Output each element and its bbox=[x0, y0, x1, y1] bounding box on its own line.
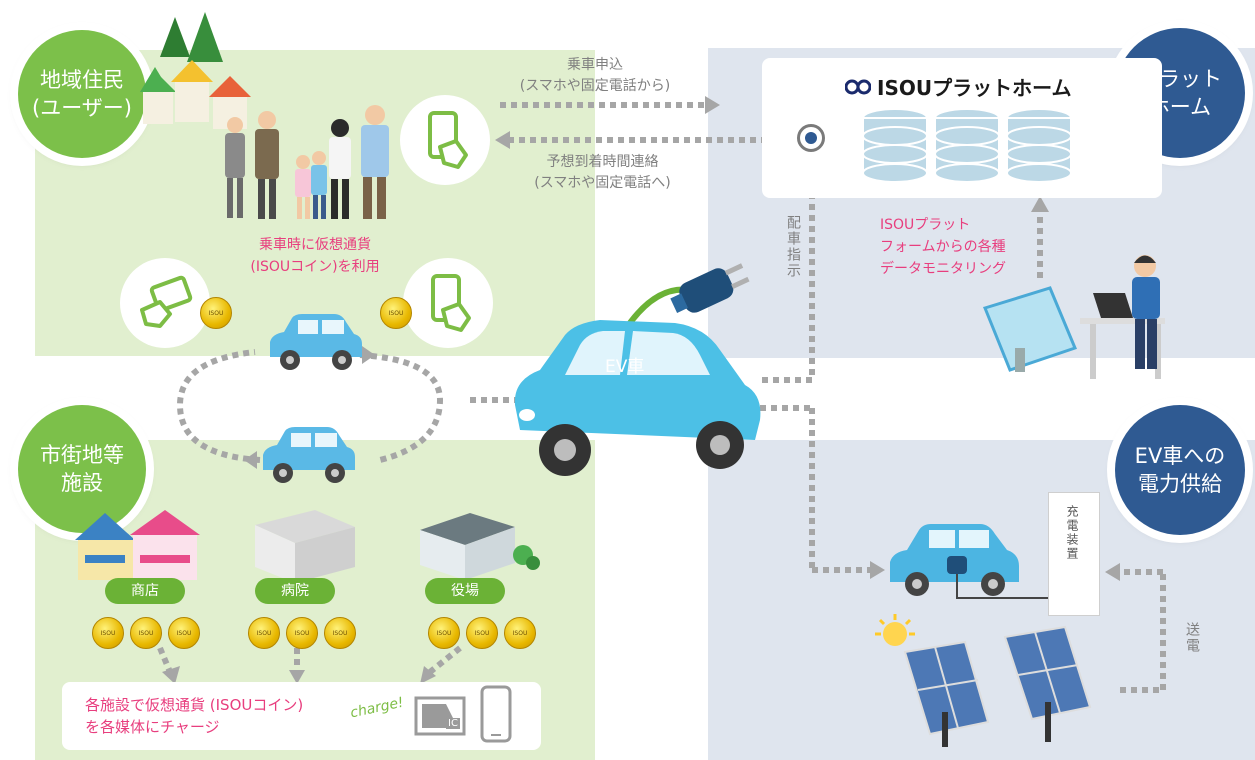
arrival-notice-line1: 予想到着時間連絡 bbox=[546, 154, 659, 170]
arrival-notice-label: 予想到着時間連絡 (スマホや固定電話へ) bbox=[505, 152, 700, 194]
shop-illustration bbox=[75, 510, 200, 580]
charging-car-illustration bbox=[890, 524, 1051, 599]
coin-text: ISOU bbox=[294, 629, 310, 637]
transmission-label: 送電 bbox=[1184, 622, 1200, 654]
coin-icon: ISOU bbox=[92, 617, 124, 649]
facility-label-shop: 商店 bbox=[105, 578, 185, 604]
power-circle-line2: 電力供給 bbox=[1138, 472, 1222, 496]
smartphone-pay-icon bbox=[431, 274, 471, 332]
smartphone-icon bbox=[480, 685, 512, 743]
platform-logo: ISOUプラットホーム bbox=[845, 72, 1072, 101]
ride-request-label: 乗車申込 (スマホや固定電話から) bbox=[500, 55, 690, 97]
smartphone-hand-icon bbox=[428, 111, 468, 169]
network-node bbox=[797, 124, 825, 152]
operator-illustration bbox=[982, 255, 1165, 379]
coin-icon: ISOU bbox=[130, 617, 162, 649]
coin-icon: ISOU bbox=[466, 617, 498, 649]
use-coin-label: 乗車時に仮想通貨 (ISOUコイン)を利用 bbox=[210, 234, 420, 278]
charge-text-line1: 各施設で仮想通貨 (ISOUコイン) bbox=[85, 696, 304, 714]
ev-label: EV車 bbox=[605, 357, 645, 377]
car-icon bbox=[270, 314, 362, 370]
hospital-illustration bbox=[255, 510, 355, 583]
dispatch-label: 配車指示 bbox=[785, 215, 801, 279]
residents-circle-line1: 地域住民 bbox=[40, 67, 124, 92]
coin-text: ISOU bbox=[138, 629, 154, 637]
coin-text: ISOU bbox=[208, 309, 224, 317]
monitoring-line1: ISOUプラット bbox=[880, 217, 971, 233]
power-circle-line1: EV車への bbox=[1134, 443, 1226, 468]
coin-icon: ISOU bbox=[286, 617, 318, 649]
phone-pay-circle bbox=[403, 258, 493, 348]
monitoring-label: ISOUプラット フォームからの各種 データモニタリング bbox=[880, 214, 1006, 280]
coin-text: ISOU bbox=[100, 629, 116, 637]
phone-request-circle bbox=[400, 95, 490, 185]
coin-text: ISOU bbox=[436, 629, 452, 637]
use-coin-line2: (ISOUコイン)を利用 bbox=[250, 259, 380, 275]
ic-card-icon bbox=[140, 275, 193, 328]
village-illustration bbox=[140, 12, 251, 129]
ride-request-line1: 乗車申込 bbox=[567, 57, 623, 73]
coin-icon: ISOU bbox=[324, 617, 356, 649]
residents-illustration bbox=[225, 105, 389, 219]
coin-icon: ISOU bbox=[200, 297, 232, 329]
facilities-circle-line1: 市街地等 bbox=[40, 442, 124, 467]
ic-card-circle bbox=[120, 258, 210, 348]
facility-label-hospital: 病院 bbox=[255, 578, 335, 604]
coin-text: ISOU bbox=[256, 629, 272, 637]
car-icon bbox=[263, 427, 355, 483]
charge-box bbox=[62, 682, 541, 750]
coin-icon: ISOU bbox=[248, 617, 280, 649]
charge-text: 各施設で仮想通貨 (ISOUコイン) を各媒体にチャージ bbox=[85, 694, 303, 738]
coin-text: ISOU bbox=[388, 309, 404, 317]
charger-device: 充電装置 bbox=[1048, 492, 1100, 616]
coin-icon: ISOU bbox=[380, 297, 412, 329]
residents-circle: 地域住民 (ユーザー) bbox=[18, 30, 146, 158]
coin-text: ISOU bbox=[474, 629, 490, 637]
coin-text: ISOU bbox=[332, 629, 348, 637]
coin-text: ISOU bbox=[176, 629, 192, 637]
monitoring-line3: データモニタリング bbox=[880, 261, 1006, 277]
charge-text-line2: を各媒体にチャージ bbox=[85, 718, 220, 736]
use-coin-line1: 乗車時に仮想通貨 bbox=[259, 237, 371, 253]
ev-car-illustration bbox=[514, 263, 761, 476]
office-illustration bbox=[420, 513, 540, 580]
solar-panel-illustration bbox=[875, 614, 1092, 747]
platform-logo-text: ISOUプラットホーム bbox=[877, 76, 1072, 100]
power-circle: EV車への 電力供給 bbox=[1115, 405, 1245, 535]
residents-circle-line2: (ユーザー) bbox=[32, 96, 132, 120]
monitoring-line2: フォームからの各種 bbox=[880, 239, 1006, 255]
coin-text: ISOU bbox=[512, 629, 528, 637]
coin-icon: ISOU bbox=[504, 617, 536, 649]
ic-card-reader-icon bbox=[414, 696, 466, 736]
coin-icon: ISOU bbox=[428, 617, 460, 649]
facilities-circle: 市街地等 施設 bbox=[18, 405, 146, 533]
isou-logo-icon bbox=[845, 79, 871, 94]
coin-icon: ISOU bbox=[168, 617, 200, 649]
facilities-circle-line2: 施設 bbox=[61, 471, 103, 495]
facility-label-office: 役場 bbox=[425, 578, 505, 604]
charger-label: 充電装置 bbox=[1065, 505, 1079, 561]
ic-label: IC bbox=[446, 718, 460, 729]
ride-request-line2: (スマホや固定電話から) bbox=[519, 78, 671, 94]
database-icons bbox=[862, 108, 1072, 183]
arrival-notice-line2: (スマホや固定電話へ) bbox=[534, 175, 671, 191]
